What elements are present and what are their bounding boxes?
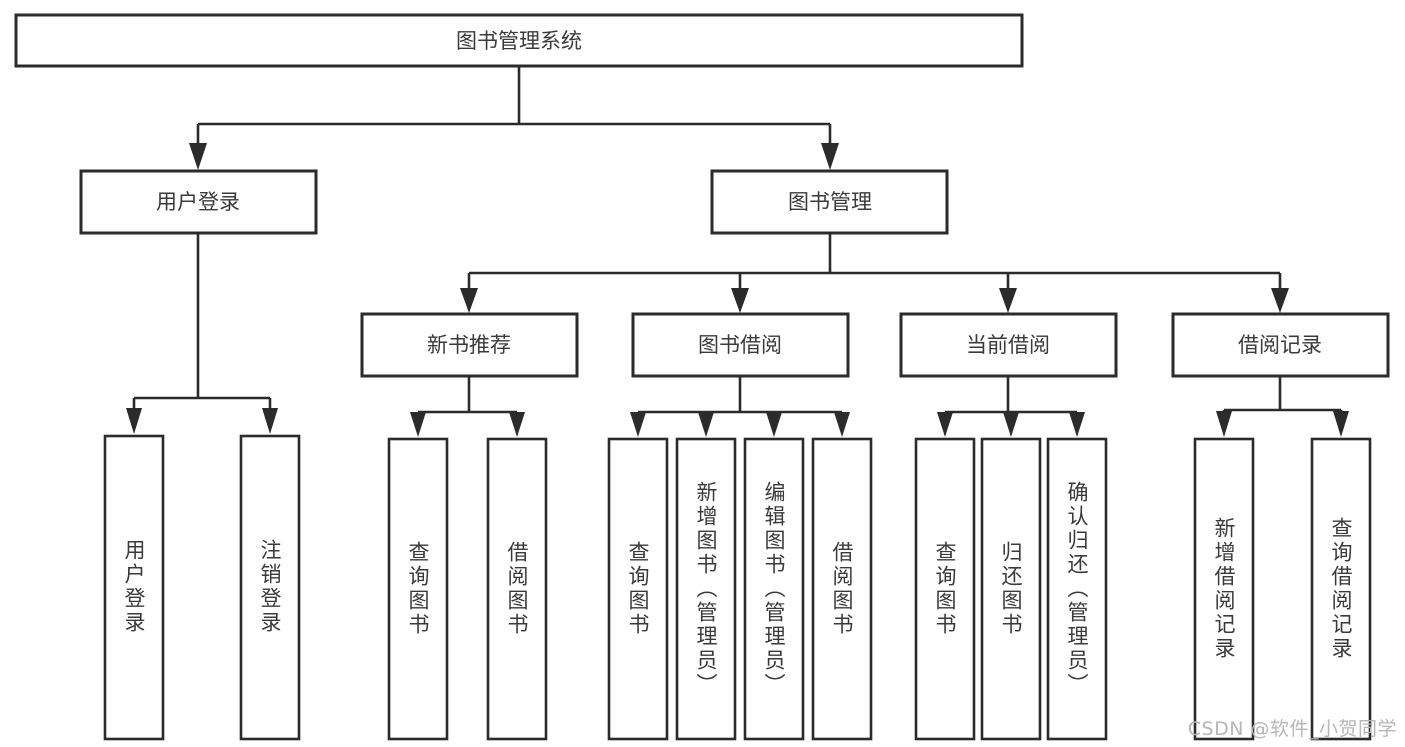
node-root-label: 图书管理系统 (456, 29, 582, 53)
leaf-return-book-label: 归还图书 (999, 541, 1023, 637)
leaf-edit-book-label: 编辑图书（管理员） (762, 481, 786, 697)
leaf-borrow-book-1-label: 借阅图书 (505, 541, 529, 637)
node-borrow-record-label: 借阅记录 (1238, 333, 1322, 357)
node-user-login[interactable]: 用户登录 (79, 169, 318, 235)
arrow-leaf-borrow-book-1 (509, 412, 525, 437)
leaf-add-book[interactable]: 新增图书（管理员） (675, 437, 737, 741)
arrow-book-manage (821, 143, 839, 170)
node-user-login-label: 用户登录 (156, 190, 240, 214)
arrow-book-borrow (731, 288, 749, 313)
leaf-confirm-return[interactable]: 确认归还（管理员） (1046, 437, 1108, 741)
leaf-query-book-3[interactable]: 查询图书 (914, 437, 976, 741)
leaf-user-login-box[interactable] (103, 434, 165, 741)
connectors-book-manage-to-level3 (460, 233, 1289, 313)
leaf-add-record[interactable]: 新增借阅记录 (1193, 437, 1255, 741)
leaf-logout-login-label: 注销登录 (258, 539, 282, 635)
leaf-query-record[interactable]: 查询借阅记录 (1310, 437, 1372, 741)
leaf-query-book-1[interactable]: 查询图书 (387, 437, 449, 741)
node-book-manage-label: 图书管理 (788, 190, 872, 214)
leaf-query-record-label: 查询借阅记录 (1329, 517, 1353, 661)
leaf-return-book[interactable]: 归还图书 (980, 437, 1042, 741)
node-book-borrow[interactable]: 图书借阅 (631, 312, 850, 378)
leaf-add-record-label: 新增借阅记录 (1212, 517, 1236, 661)
node-book-borrow-box[interactable] (631, 312, 850, 378)
leaf-confirm-return-label: 确认归还（管理员） (1065, 481, 1089, 697)
node-root-box[interactable] (14, 13, 1024, 68)
arrow-borrow-record (1271, 288, 1289, 313)
node-current-borrow[interactable]: 当前借阅 (899, 312, 1118, 378)
leaf-confirm-return-box[interactable] (1046, 437, 1108, 741)
leaf-borrow-book-1[interactable]: 借阅图书 (486, 437, 548, 741)
leaf-borrow-book-2-label: 借阅图书 (830, 541, 854, 637)
leaf-borrow-book-2[interactable]: 借阅图书 (811, 437, 873, 741)
leaf-query-book-1-box[interactable] (387, 437, 449, 741)
leaf-query-book-2[interactable]: 查询图书 (607, 437, 669, 741)
node-new-book-rec-box[interactable] (360, 312, 579, 378)
arrow-new-book-rec (460, 288, 478, 313)
leaf-user-login-label: 用户登录 (122, 539, 146, 635)
node-book-borrow-label: 图书借阅 (698, 333, 782, 357)
connectors-root-to-level2 (189, 66, 839, 170)
arrow-leaf-logout-login (262, 408, 278, 434)
arrow-leaf-add-book (698, 412, 714, 437)
leaf-add-record-box[interactable] (1193, 437, 1255, 741)
leaf-query-book-2-label: 查询图书 (626, 541, 650, 637)
node-root[interactable]: 图书管理系统 (14, 13, 1024, 68)
node-new-book-rec-label: 新书推荐 (427, 333, 511, 357)
arrow-leaf-query-book-3 (937, 412, 953, 437)
leaf-logout-login-box[interactable] (239, 434, 301, 741)
connectors-user-login-to-leaves (126, 233, 278, 434)
arrow-leaf-edit-book (766, 412, 782, 437)
leaf-query-book-3-box[interactable] (914, 437, 976, 741)
node-current-borrow-box[interactable] (899, 312, 1118, 378)
leaf-query-record-box[interactable] (1310, 437, 1372, 741)
leaf-query-book-3-label: 查询图书 (933, 541, 957, 637)
arrow-leaf-query-book-2 (630, 412, 646, 437)
arrow-leaf-borrow-book-2 (834, 412, 850, 437)
connectors-borrow-record-to-leaves (1216, 377, 1349, 437)
leaf-add-book-label: 新增图书（管理员） (694, 481, 718, 697)
node-book-manage[interactable]: 图书管理 (710, 169, 949, 235)
node-user-login-box[interactable] (79, 169, 318, 235)
leaf-add-book-box[interactable] (675, 437, 737, 741)
arrow-current-borrow (999, 288, 1017, 313)
arrow-leaf-user-login (126, 408, 142, 434)
connectors-book-borrow-to-leaves (630, 377, 850, 437)
node-borrow-record-box[interactable] (1171, 312, 1390, 378)
leaf-return-book-box[interactable] (980, 437, 1042, 741)
leaf-borrow-book-2-box[interactable] (811, 437, 873, 741)
node-current-borrow-label: 当前借阅 (966, 333, 1050, 357)
node-book-manage-box[interactable] (710, 169, 949, 235)
connectors-new-book-rec-to-leaves (410, 377, 525, 437)
arrow-user-login (189, 143, 207, 170)
arrow-leaf-confirm-return (1069, 412, 1085, 437)
leaf-query-book-1-label: 查询图书 (406, 541, 430, 637)
leaf-logout-login[interactable]: 注销登录 (239, 434, 301, 741)
leaf-edit-book[interactable]: 编辑图书（管理员） (743, 437, 805, 741)
leaf-query-book-2-box[interactable] (607, 437, 669, 741)
node-new-book-rec[interactable]: 新书推荐 (360, 312, 579, 378)
leaf-user-login[interactable]: 用户登录 (103, 434, 165, 741)
arrow-leaf-add-record (1216, 411, 1232, 437)
leaf-borrow-book-1-box[interactable] (486, 437, 548, 741)
arrow-leaf-query-book-1 (410, 412, 426, 437)
arrow-leaf-query-record (1333, 411, 1349, 437)
node-borrow-record[interactable]: 借阅记录 (1171, 312, 1390, 378)
connectors-current-borrow-to-leaves (937, 377, 1085, 437)
leaf-edit-book-box[interactable] (743, 437, 805, 741)
arrow-leaf-return-book (1003, 412, 1019, 437)
